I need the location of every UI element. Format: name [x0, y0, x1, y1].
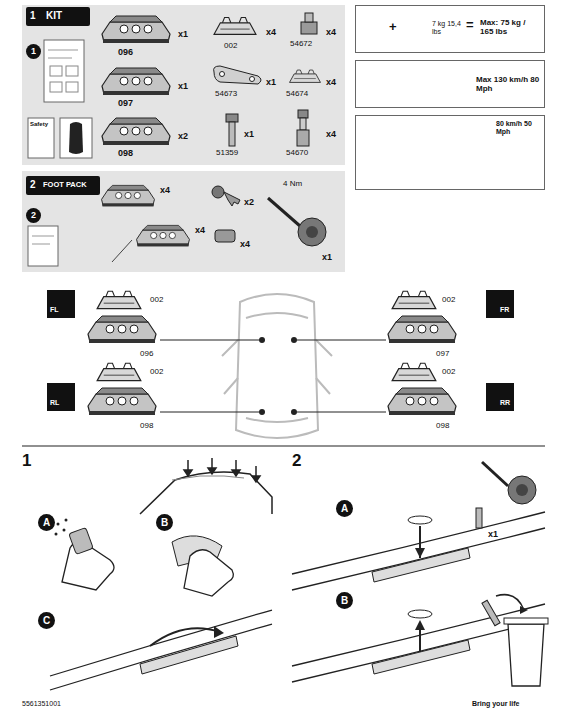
badge-title: KIT [46, 10, 62, 22]
step-badge-number: 2 [30, 179, 36, 191]
quantity: x4 [266, 28, 276, 38]
position-badge: FR [486, 290, 514, 318]
step-number: 1 [22, 452, 31, 471]
torque-value: 4 Nm [283, 180, 302, 189]
part-number: 54670 [286, 149, 308, 158]
part-number: 098 [140, 422, 153, 431]
load-limit-box: +7 kg 15,4 lbs= Max: 75 kg / 165 lbs [355, 5, 545, 53]
quantity: x2 [244, 198, 254, 208]
speed-limit: Max 130 km/h 80 Mph [476, 75, 540, 93]
speed-limit-box: Max 130 km/h 80 Mph [355, 60, 545, 108]
quantity: x4 [326, 130, 336, 140]
weight-value: 7 kg 15,4 lbs [432, 20, 464, 36]
callout-letter: C [38, 612, 55, 629]
foot-pack-badge: 2 FOOT PACK [26, 176, 100, 195]
position-code: FL [50, 306, 59, 314]
quantity: x1 [322, 253, 332, 263]
callout-text: A [43, 517, 50, 529]
load-speed-box: 80 km/h 50 Mph [355, 115, 545, 190]
part-number: 098 [118, 149, 133, 159]
part-number: 002 [150, 296, 163, 305]
speed-limit: 80 km/h 50 Mph [496, 120, 540, 136]
callout-text: 2 [31, 210, 36, 220]
equals-sign: = [466, 18, 474, 33]
position-code: FR [500, 306, 509, 314]
callout-text: A [341, 503, 348, 515]
max-load: Max: 75 kg / 165 lbs [480, 18, 536, 36]
callout-letter: A [38, 514, 55, 531]
part-number: 002 [150, 368, 163, 377]
quantity: x4 [326, 78, 336, 88]
callout-letter: A [336, 500, 353, 517]
part-number: 096 [118, 48, 133, 58]
part-number: 51359 [216, 149, 238, 158]
position-badge: RL [47, 383, 75, 411]
part-number: 002 [442, 368, 455, 377]
quantity: x4 [195, 226, 205, 236]
document-number: 5561351001 [22, 700, 61, 708]
quantity: x1 [178, 30, 188, 40]
kit-badge: 1 KIT [26, 7, 90, 26]
quantity: x1 [178, 82, 188, 92]
step-number: 2 [292, 452, 301, 471]
callout-letter: B [336, 592, 353, 609]
part-number: 098 [436, 422, 449, 431]
part-number: 002 [224, 42, 237, 51]
callout-text: B [161, 517, 168, 529]
part-number: 002 [442, 296, 455, 305]
plus-sign: + [389, 20, 397, 35]
quantity: x4 [326, 28, 336, 38]
position-badge: RR [486, 383, 514, 411]
callout-text: 1 [31, 46, 36, 56]
booklet-title: Safety [30, 121, 48, 128]
part-number: 54674 [286, 90, 308, 99]
quantity: x1 [266, 78, 276, 88]
step-badge-number: 1 [30, 10, 36, 22]
part-number: 54673 [215, 90, 237, 99]
badge-title: FOOT PACK [43, 181, 87, 190]
part-number: 097 [436, 350, 449, 359]
position-code: RR [500, 399, 510, 407]
callout-text: C [43, 615, 50, 627]
callout-number: 2 [26, 208, 41, 223]
part-number: 096 [140, 350, 153, 359]
quantity: x1 [488, 530, 498, 540]
part-number: 54672 [290, 40, 312, 49]
callout-number: 1 [26, 44, 41, 59]
brand-slogan: Bring your life [472, 700, 519, 708]
callout-text: B [341, 595, 348, 607]
quantity: x2 [178, 132, 188, 142]
quantity: x4 [240, 240, 250, 250]
quantity: x1 [244, 130, 254, 140]
callout-letter: B [156, 514, 173, 531]
position-code: RL [50, 399, 59, 407]
part-number: 097 [118, 99, 133, 109]
position-badge: FL [47, 290, 75, 318]
quantity: x4 [160, 186, 170, 196]
